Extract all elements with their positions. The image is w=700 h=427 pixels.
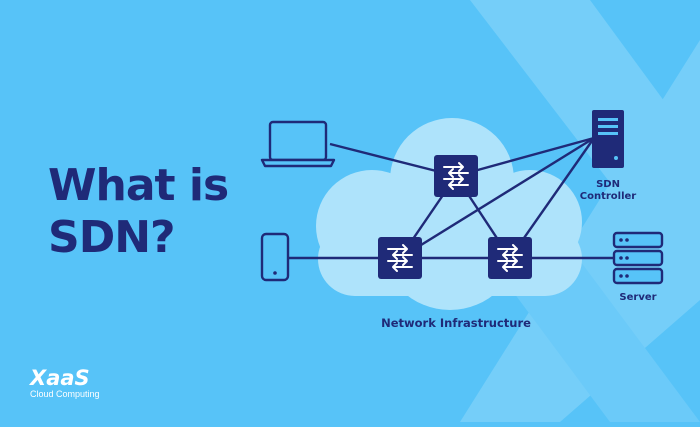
switch-icon xyxy=(433,154,479,198)
server-label: Server xyxy=(619,292,656,303)
controller-label-line1: SDN xyxy=(596,179,620,190)
xaas-logo: XaaS Cloud Computing xyxy=(30,367,100,400)
smartphone-icon xyxy=(260,232,290,282)
headline: What is SDN? xyxy=(48,160,229,264)
controller-label-line2: Controller xyxy=(580,191,637,202)
switch-icon xyxy=(377,236,423,280)
tower-server-icon xyxy=(592,110,624,168)
headline-line1: What is xyxy=(48,160,229,211)
switch-icon xyxy=(487,236,533,280)
logo-tagline: Cloud Computing xyxy=(30,389,100,399)
rack-server-icon xyxy=(612,231,664,285)
headline-line2: SDN? xyxy=(48,212,176,263)
cloud-label: Network Infrastructure xyxy=(381,316,531,330)
logo-wordmark: XaaS xyxy=(30,366,90,390)
laptop-icon xyxy=(260,120,336,168)
